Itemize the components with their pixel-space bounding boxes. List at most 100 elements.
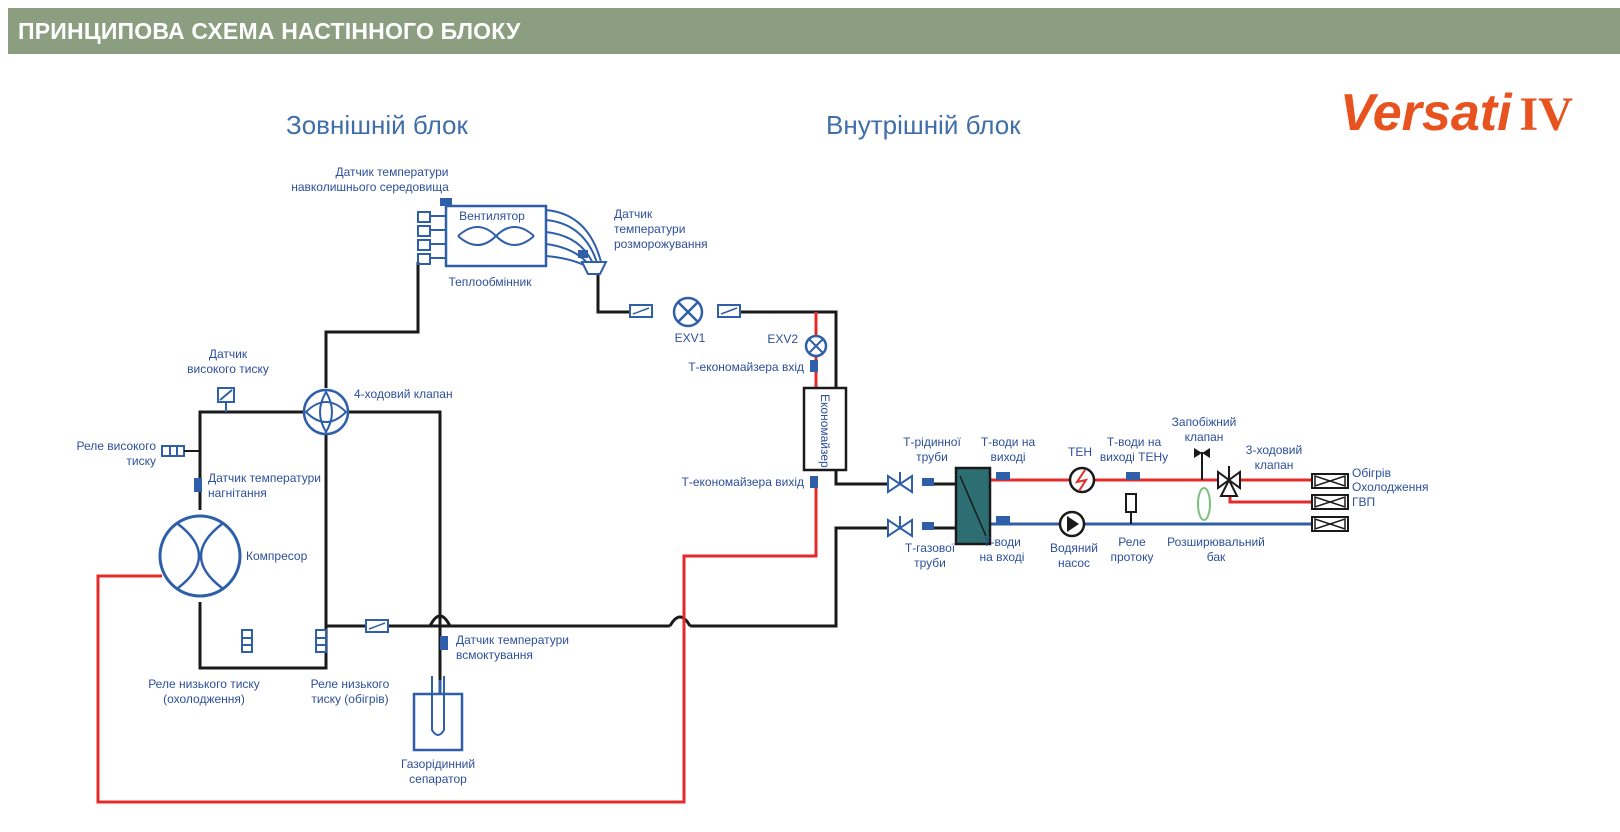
- label-liquid-pipe-1: Т-рідинної: [903, 435, 961, 449]
- label-discharge-2: нагнітання: [208, 486, 267, 500]
- gas-pipe-sensor-icon: [922, 522, 934, 530]
- filter-icon: [629, 304, 653, 318]
- pipe-gas-line-b: [690, 526, 910, 628]
- label-safety-2: клапан: [1185, 430, 1224, 444]
- label-defrost-3: розморожування: [614, 237, 708, 251]
- label-water-in-1: Т-води: [983, 535, 1021, 549]
- suction-sensor-icon: [440, 636, 448, 650]
- label-low-p-cool-1: Реле низького тиску: [148, 677, 260, 691]
- economizer-box: [802, 386, 848, 472]
- label-three-way-2: клапан: [1255, 458, 1294, 472]
- label-water-out-1: Т-води на: [981, 435, 1036, 449]
- label-discharge-1: Датчик температури: [208, 471, 321, 485]
- ambient-sensor-icon: [440, 198, 452, 206]
- label-suction-2: всмоктування: [456, 648, 533, 662]
- label-fan: Вентилятор: [459, 209, 525, 223]
- water-in-sensor-icon: [996, 516, 1010, 524]
- label-ambient-sensor-2: навколишнього середовища: [291, 180, 449, 194]
- label-heater-out-2: виході ТЕНу: [1100, 450, 1168, 464]
- label-heating: Обігрів: [1352, 466, 1391, 480]
- filter-icon-3: [365, 619, 389, 633]
- outdoor-unit-label: Зовнішній блок: [286, 110, 468, 140]
- indoor-unit-label: Внутрішній блок: [826, 110, 1021, 140]
- water-pump-icon: [1058, 510, 1086, 538]
- label-high-p-relay-1: Реле високого: [77, 439, 157, 453]
- label-three-way-1: 3-ходовий: [1246, 443, 1302, 457]
- label-flow-relay-2: протоку: [1110, 550, 1153, 564]
- fan-icon: [457, 226, 535, 246]
- black-pipes: [198, 262, 956, 710]
- logo-suffix: IV: [1519, 88, 1573, 141]
- label-four-way: 4-ходовий клапан: [354, 387, 453, 401]
- pipe-defrost-to-exv: [596, 272, 640, 314]
- outlet-return-icon: [1311, 516, 1349, 532]
- label-high-p-relay-2: тиску: [126, 454, 156, 468]
- high-pressure-relay-icon: [161, 445, 185, 457]
- three-way-valve-icon: [1217, 466, 1241, 497]
- label-economizer: Економайзер: [818, 394, 832, 468]
- compressor-icon: [158, 514, 242, 598]
- exv2-valve-icon: [804, 334, 828, 358]
- water-out-sensor-icon: [996, 472, 1010, 480]
- pipe-exv-line: [738, 310, 838, 388]
- pipe-compressor-bottom: [198, 602, 328, 670]
- gas-pipe-valve-icon: [887, 516, 913, 538]
- label-dhw: ГВП: [1352, 495, 1375, 509]
- outlet-dhw-icon: [1311, 494, 1349, 510]
- econ-out-sensor-icon: [810, 476, 818, 488]
- pipe-water-dhw: [1228, 496, 1312, 504]
- liquid-pipe-sensor-icon: [922, 478, 934, 486]
- pipe-4way-right: [348, 410, 442, 710]
- low-pressure-relay-heat-icon: [315, 629, 327, 653]
- pipe-econ-to-plate: [834, 470, 892, 486]
- logo-brand: Versati: [1340, 84, 1512, 142]
- pipe-red-loop: [96, 484, 818, 804]
- label-water-out-2: виході: [990, 450, 1025, 464]
- suction-crossover: [428, 614, 452, 627]
- label-exv2: EXV2: [767, 332, 798, 346]
- label-gas-pipe-1: Т-газової: [905, 541, 956, 555]
- separator-icon: [412, 676, 464, 752]
- safety-valve-icon: [1194, 448, 1210, 480]
- label-water-in-2: на вході: [980, 550, 1025, 564]
- plate-heat-exchanger: [954, 466, 992, 546]
- label-flow-relay-1: Реле: [1118, 535, 1146, 549]
- label-gas-pipe-2: труби: [914, 556, 946, 570]
- pipe-4way-bottom: [324, 434, 440, 628]
- label-pump-2: насос: [1058, 556, 1090, 570]
- label-heater: ТЕН: [1068, 445, 1092, 459]
- defrost-sensor-icon: [578, 250, 588, 258]
- defrost-tubes: [545, 209, 608, 275]
- pipe-discharge: [198, 410, 306, 510]
- discharge-sensor-icon: [194, 478, 202, 492]
- label-high-p-sensor-1: Датчик: [209, 347, 248, 361]
- low-pressure-relay-cool-icon: [241, 629, 253, 653]
- page-title: ПРИНЦИПОВА СХЕМА НАСТІННОГО БЛОКУ: [18, 18, 521, 44]
- header-bar: ПРИНЦИПОВА СХЕМА НАСТІННОГО БЛОКУ: [8, 8, 1620, 54]
- label-econ-in: Т-економайзера вхід: [688, 360, 804, 374]
- label-liquid-pipe-2: труби: [916, 450, 948, 464]
- label-low-p-heat-2: тиску (обігрів): [311, 692, 388, 706]
- label-pump-1: Водяний: [1050, 541, 1098, 555]
- label-expansion-1: Розширювальний: [1167, 535, 1265, 549]
- econ-in-sensor-icon: [810, 360, 818, 372]
- label-low-p-cool-2: (охолодження): [163, 692, 245, 706]
- outlet-heating-icon: [1311, 473, 1349, 489]
- heater-out-sensor-icon: [1126, 472, 1140, 480]
- label-compressor: Компресор: [246, 549, 308, 563]
- label-exv1: EXV1: [675, 331, 706, 345]
- heater-icon: [1068, 466, 1096, 494]
- filter-icon-2: [717, 304, 741, 318]
- label-defrost-1: Датчик: [614, 207, 653, 221]
- label-ambient-sensor-1: Датчик температури: [336, 165, 449, 179]
- exv1-valve-icon: [672, 296, 704, 328]
- label-separator-2: сепаратор: [409, 772, 467, 786]
- label-safety-1: Запобіжний: [1172, 415, 1237, 429]
- label-econ-out: Т-економайзера вихід: [682, 475, 804, 489]
- label-heater-out-1: Т-води на: [1107, 435, 1162, 449]
- pipe-gas-crossover: [668, 615, 692, 627]
- liquid-pipe-valve-icon: [887, 472, 913, 494]
- flow-relay-icon: [1125, 493, 1137, 513]
